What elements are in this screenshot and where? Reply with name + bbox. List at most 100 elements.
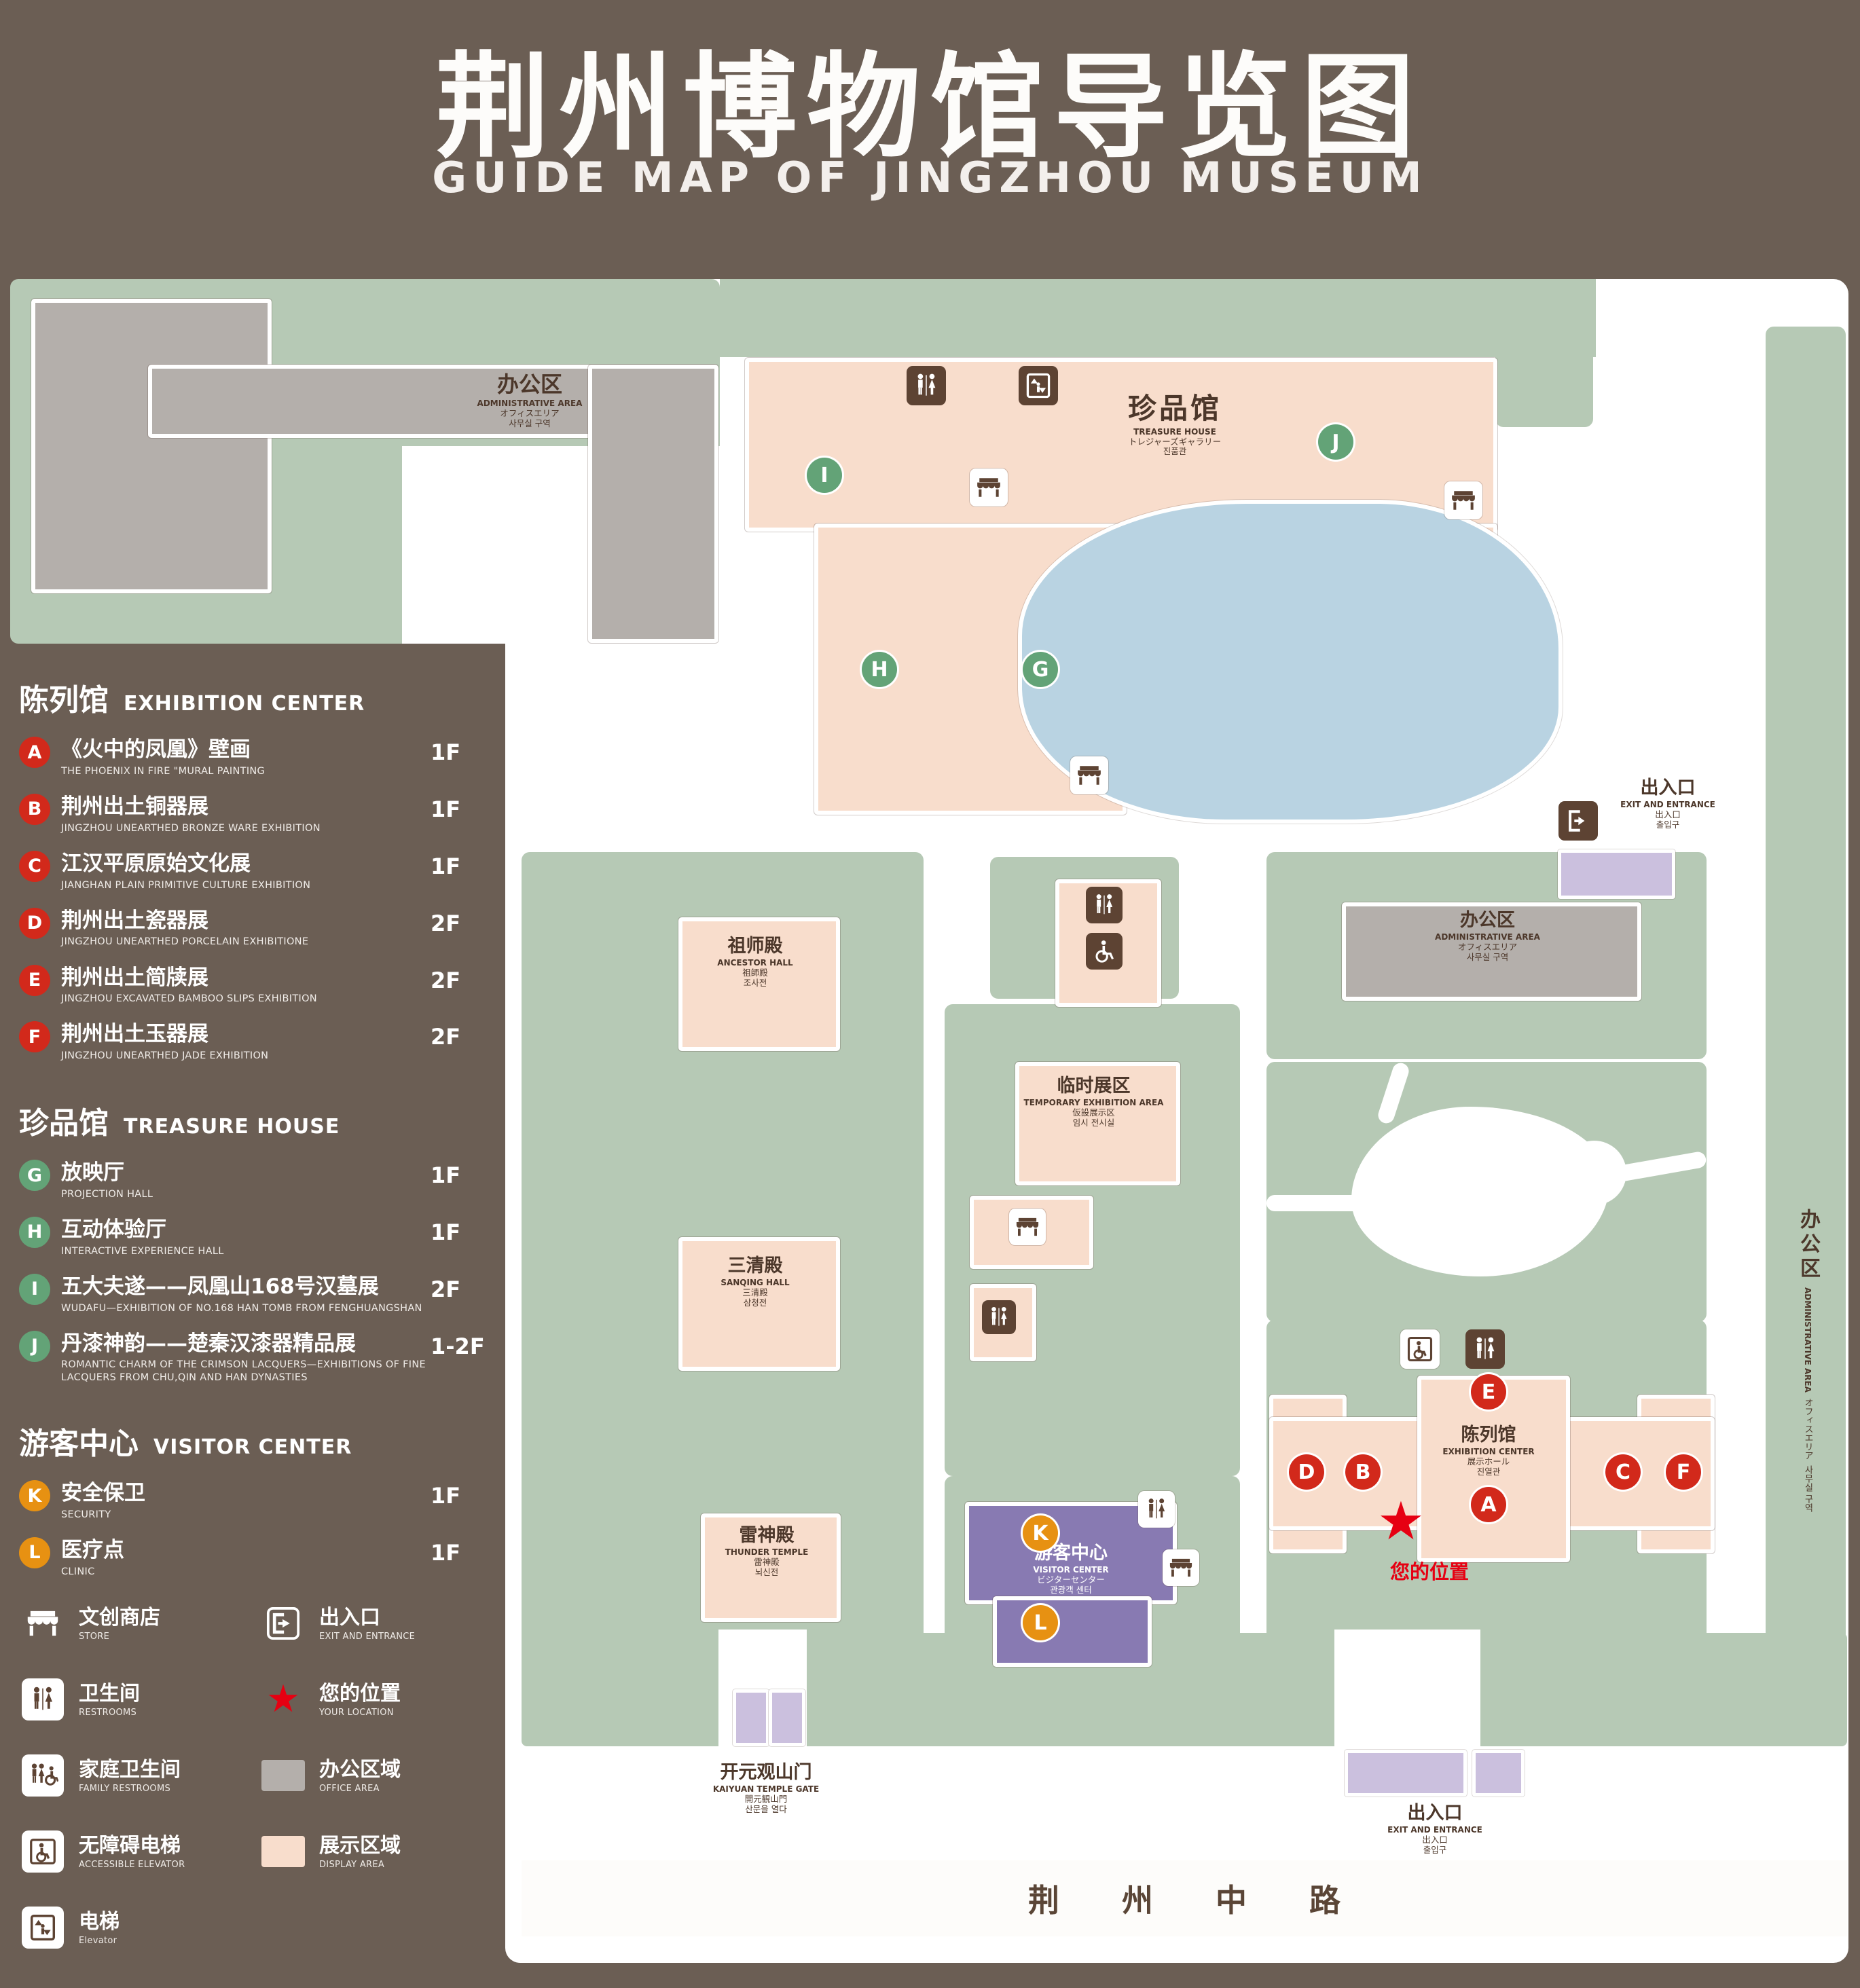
item-subtitle: INTERACTIVE EXPERIENCE HALL [61, 1245, 224, 1257]
list-item-f: F 荆州出土玉器展 JINGZHOU UNEARTHED JADE EXHIBI… [19, 1021, 498, 1062]
item-title: 荆州出土玉器展 [61, 1022, 208, 1047]
item-floor: 1F [431, 1483, 461, 1509]
section-header: 游客中心 VISITOR CENTER [19, 1419, 498, 1462]
marker-f-badge: F [19, 1021, 50, 1053]
restroom-icon [1086, 887, 1123, 923]
section-title-en: EXHIBITION CENTER [124, 692, 365, 716]
exit-ne-label: 出入口 EXIT AND ENTRANCE 出入口 출입구 [1620, 777, 1715, 830]
item-subtitle: JINGZHOU UNEARTHED JADE EXHIBITION [61, 1050, 269, 1062]
item-floor: 1F [431, 1539, 461, 1566]
list-item-k: K 安全保卫 SECURITY 1F [19, 1480, 498, 1521]
section-title-zh: 游客中心 [19, 1426, 139, 1461]
map-marker-l: L [1023, 1605, 1058, 1640]
office-nw-label: 办公区 ADMINISTRATIVE AREA オフィスエリア 사무실 구역 [477, 371, 583, 428]
store-icon [1070, 756, 1108, 794]
legend-restrooms: 卫生间 RESTROOMS [19, 1661, 243, 1737]
item-subtitle: PROJECTION HALL [61, 1188, 153, 1200]
item-title: 医疗点 [61, 1537, 124, 1562]
map-marker-g: G [1023, 652, 1058, 687]
item-floor: 2F [431, 1276, 461, 1302]
sidebar-section-visitor-center: 游客中心 VISITOR CENTER K 安全保卫 SECURITY 1F L… [19, 1419, 498, 1594]
family-restroom-icon [22, 1754, 64, 1797]
map-marker-i: I [807, 458, 842, 493]
office-nw-building-east [588, 365, 718, 643]
item-floor: 1F [431, 853, 461, 879]
item-title: 安全保卫 [61, 1481, 145, 1505]
exit-ne-gate-block [1558, 849, 1675, 899]
item-title: 丹漆神韵——楚秦汉漆器精品展 [61, 1331, 356, 1356]
accessible-restroom-icon [1086, 933, 1123, 970]
item-subtitle: JINGZHOU EXCAVATED BAMBOO SLIPS EXHIBITI… [61, 993, 317, 1005]
item-floor: 2F [431, 1024, 461, 1050]
restroom-icon [907, 366, 946, 405]
temporary-exhibition-label: 临时展区 TEMPORARY EXHIBITION AREA 仮設展示区 임시 … [1023, 1075, 1164, 1128]
marker-e-badge: E [19, 964, 50, 996]
item-floor: 1F [431, 796, 461, 822]
restroom-icon [1138, 1491, 1175, 1528]
item-subtitle: JINGZHOU UNEARTHED PORCELAIN EXHIBITIONE [61, 936, 309, 948]
marker-a-badge: A [19, 737, 50, 768]
display-area-swatch [261, 1836, 305, 1867]
restroom-icon [22, 1678, 64, 1720]
item-floor: 2F [431, 967, 461, 993]
item-subtitle: ROMANTIC CHARM OF THE CRIMSON LACQUERS—E… [61, 1359, 426, 1383]
sanqing-hall-building [678, 1237, 840, 1371]
north-green-band [720, 279, 1596, 357]
exit-s-gate-block [1345, 1750, 1467, 1797]
map-marker-b: B [1345, 1454, 1381, 1490]
map-marker-a: A [1471, 1487, 1506, 1522]
location-star-icon: ★ [266, 1677, 301, 1721]
item-floor: 1F [431, 1162, 461, 1188]
exit-icon [1558, 801, 1598, 841]
accessible-elevator-icon [22, 1830, 64, 1873]
elevator-icon [22, 1907, 64, 1949]
store-icon [1009, 1209, 1046, 1245]
item-subtitle: SECURITY [61, 1509, 111, 1520]
item-title: 《火中的凤凰》壁画 [61, 737, 251, 762]
map-marker-f: F [1666, 1454, 1701, 1490]
pond [1018, 500, 1563, 824]
item-floor: 1F [431, 739, 461, 765]
office-area-swatch [261, 1760, 305, 1791]
marker-g-badge: G [19, 1160, 50, 1191]
temporary-exhibition-building [1015, 1062, 1180, 1185]
road-label: 荆 州 中 路 [1027, 1882, 1367, 1919]
list-item-a: A 《火中的凤凰》壁画 THE PHOENIX IN FIRE "MURAL P… [19, 737, 498, 777]
section-title-en: VISITOR CENTER [153, 1435, 352, 1459]
office-nw-building-west [31, 299, 272, 593]
south-exit-opening [1334, 1630, 1480, 1752]
item-subtitle: JIANGHAN PLAIN PRIMITIVE CULTURE EXHIBIT… [61, 879, 311, 891]
list-item-g: G 放映厅 PROJECTION HALL 1F [19, 1160, 498, 1200]
list-item-l: L 医疗点 CLINIC 1F [19, 1536, 498, 1578]
list-item-c: C 江汉平原原始文化展 JIANGHAN PLAIN PRIMITIVE CUL… [19, 850, 498, 891]
item-title: 荆州出土铜器展 [61, 794, 208, 819]
legend-exit: 出入口 EXIT AND ENTRANCE [259, 1585, 490, 1661]
thunder-temple-building [701, 1513, 841, 1622]
accessible-elevator-icon [1400, 1329, 1440, 1369]
visitor-center-label: 游客中心 VISITOR CENTER ビジターセンター 관광객 센터 [1033, 1543, 1109, 1595]
list-item-j: J 丹漆神韵——楚秦汉漆器精品展 ROMANTIC CHARM OF THE C… [19, 1330, 498, 1384]
store-icon [22, 1602, 64, 1644]
exhibition-center-label: 陈列馆 EXHIBITION CENTER 展示ホール 진열관 [1442, 1424, 1535, 1477]
sanqing-hall-label: 三清殿 SANQING HALL 三清殿 삼청전 [721, 1255, 790, 1308]
marker-k-badge: K [19, 1480, 50, 1511]
marker-i-badge: I [19, 1273, 50, 1305]
exit-icon [262, 1602, 304, 1644]
garden-path-circle [1562, 1141, 1626, 1205]
ancestor-hall-label: 祖师殿 ANCESTOR HALL 祖師殿 조사전 [717, 936, 793, 988]
section-title-en: TREASURE HOUSE [124, 1115, 340, 1139]
marker-j-badge: J [19, 1330, 50, 1362]
store-icon [1163, 1549, 1199, 1586]
thunder-temple-label: 雷神殿 THUNDER TEMPLE 雷神殿 뇌신전 [725, 1525, 809, 1577]
your-location-star-icon: ★ [1377, 1491, 1425, 1552]
marker-d-badge: D [19, 907, 50, 939]
item-subtitle: JINGZHOU UNEARTHED BRONZE WARE EXHIBITIO… [61, 822, 321, 834]
list-item-d: D 荆州出土瓷器展 JINGZHOU UNEARTHED PORCELAIN E… [19, 907, 498, 949]
item-title: 互动体验厅 [61, 1217, 166, 1242]
sidebar-section-exhibition-center: 陈列馆 EXHIBITION CENTER A 《火中的凤凰》壁画 THE PH… [19, 676, 498, 1078]
item-floor: 1F [431, 1219, 461, 1245]
map-marker-k: K [1023, 1515, 1058, 1551]
legend-family-restrooms: 家庭卫生间 FAMILY RESTROOMS [19, 1737, 243, 1814]
page-subtitle: GUIDE MAP OF JINGZHOU MUSEUM [432, 153, 1428, 202]
legend-office-area: 办公区域 OFFICE AREA [259, 1737, 490, 1814]
